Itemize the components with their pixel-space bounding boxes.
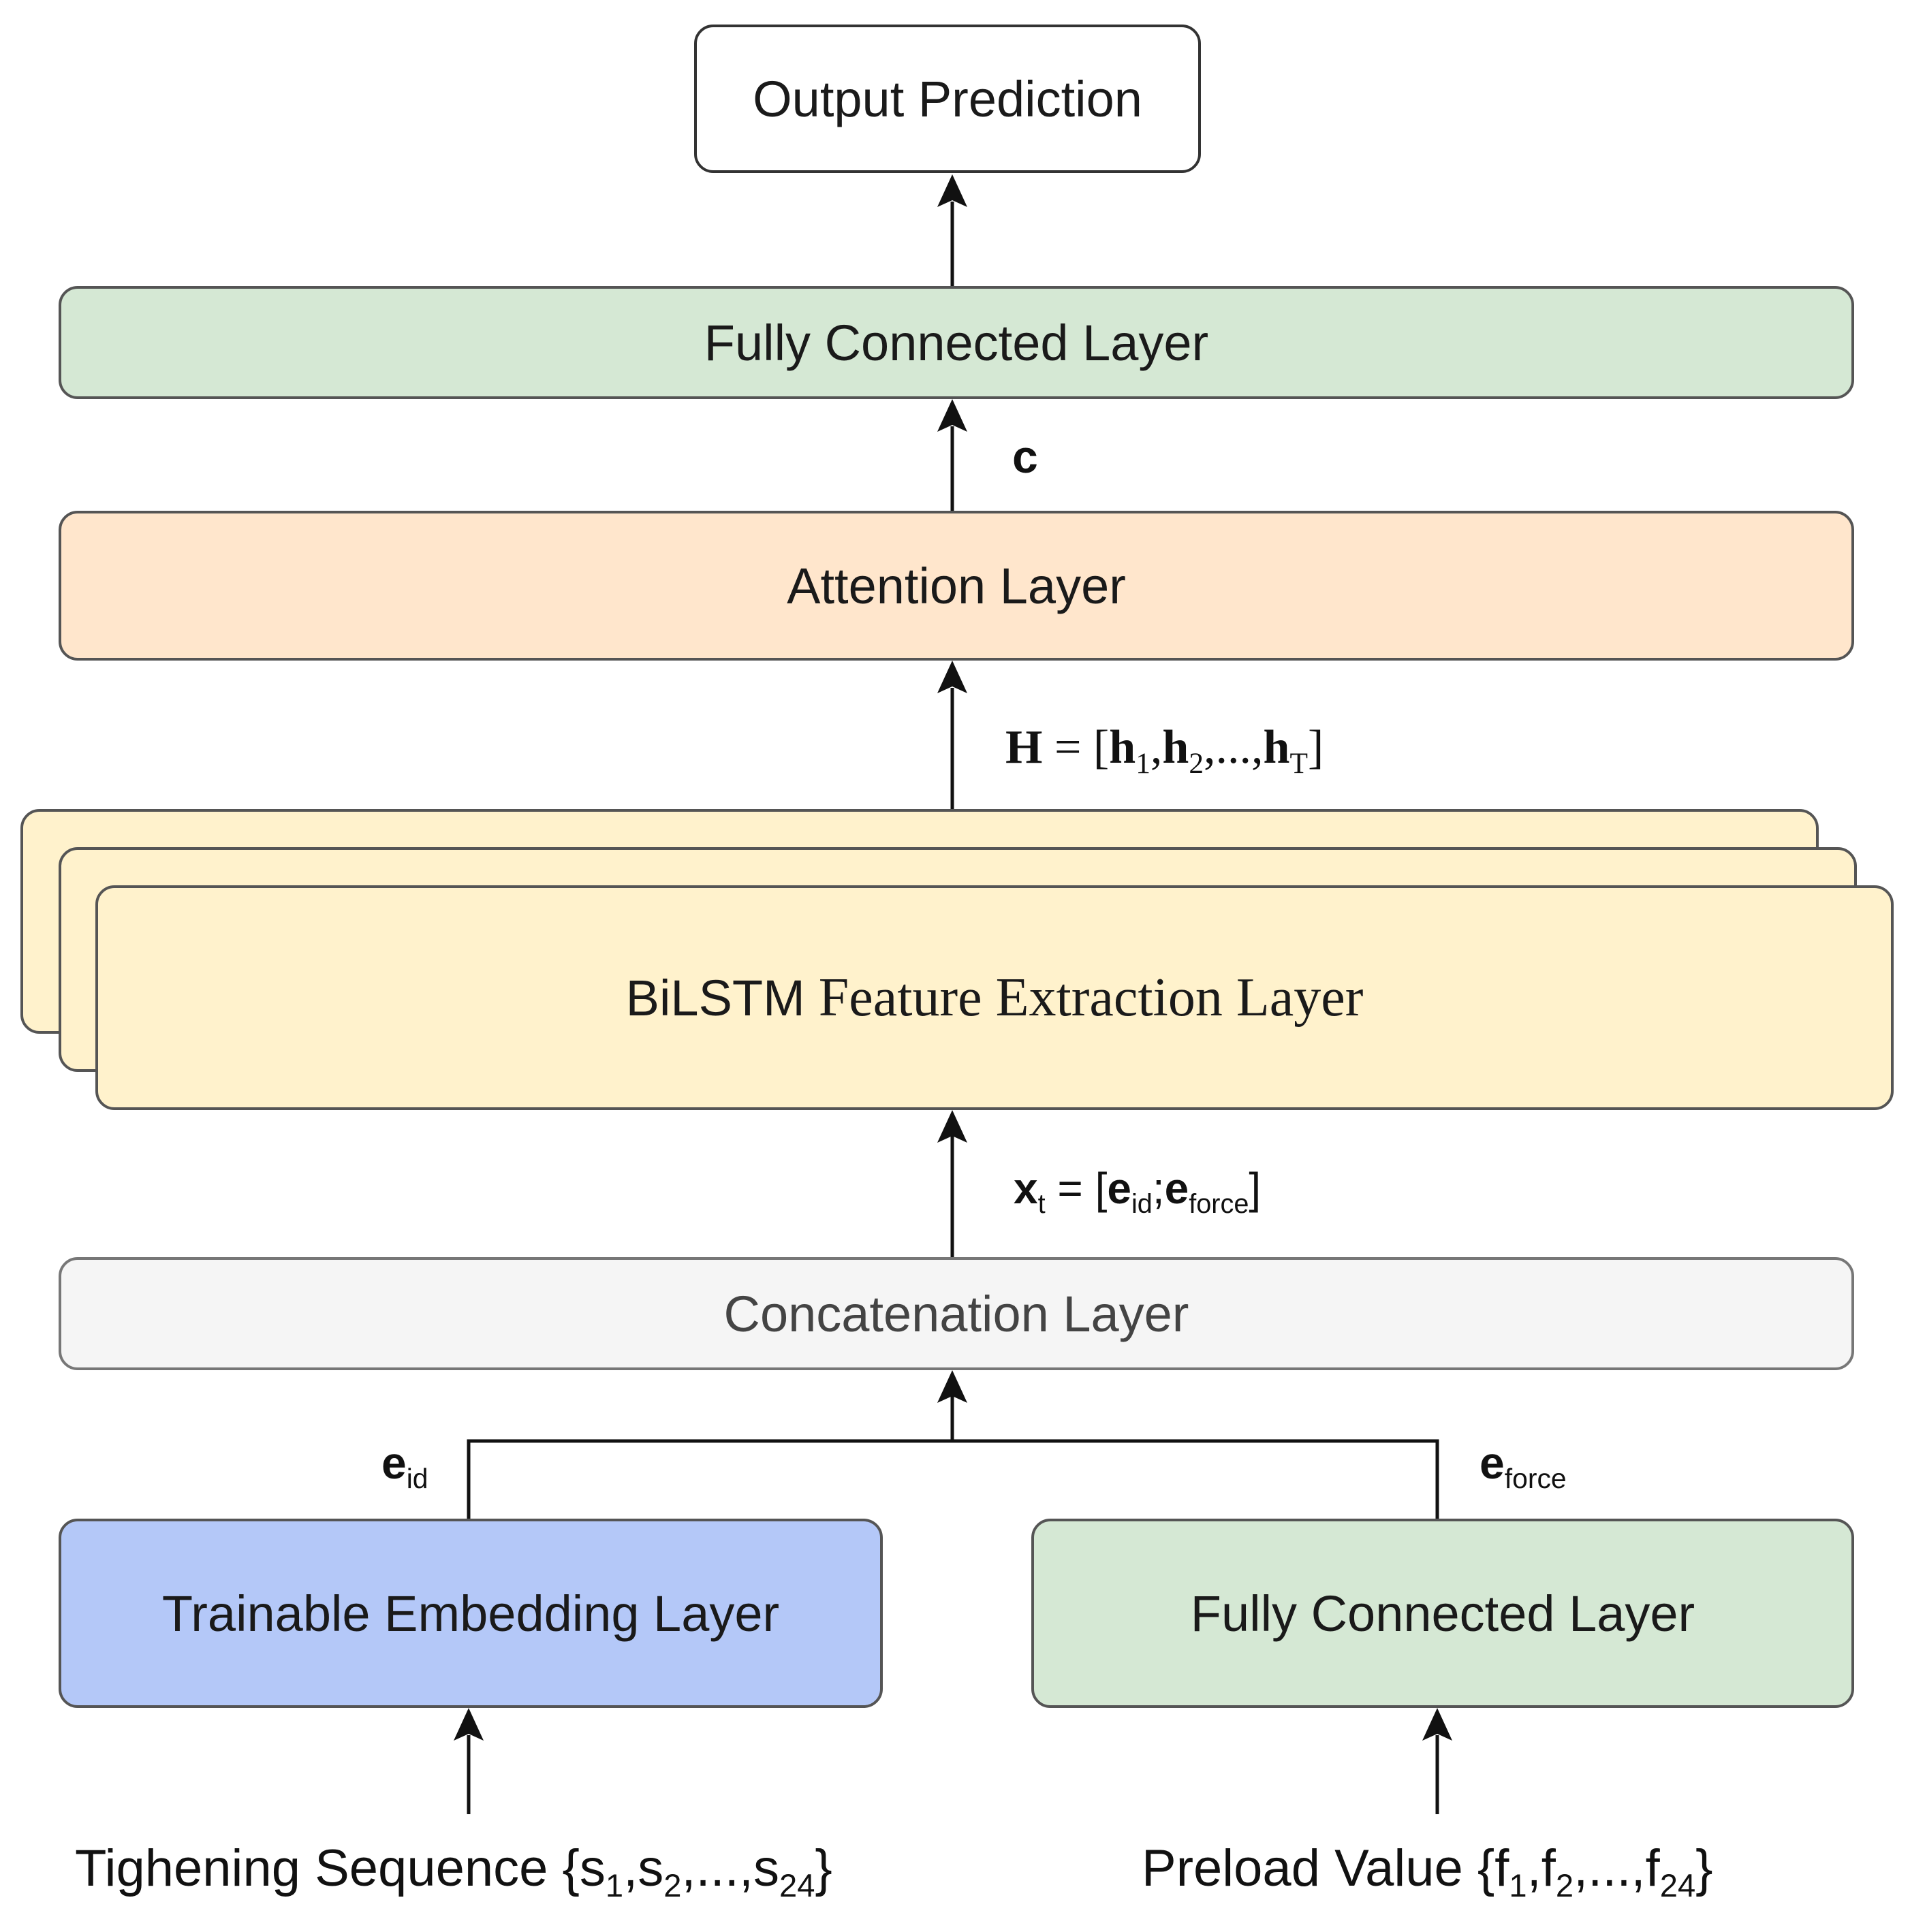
attention-layer-label: Attention Layer <box>787 557 1126 614</box>
bilstm-layer-label: BiLSTM Feature Extraction Layer <box>625 967 1364 1028</box>
arrowhead <box>937 174 967 207</box>
arrowhead <box>1422 1708 1452 1741</box>
bilstm-feature-extraction-layer-box: BiLSTM Feature Extraction Layer <box>95 885 1894 1110</box>
fully-connected-top-label: Fully Connected Layer <box>704 314 1209 371</box>
merge-connector <box>467 1439 1439 1519</box>
arrowhead <box>937 661 967 693</box>
preload-value-input-label: Preload Value {f1,f2,...,f24} <box>1142 1839 1713 1904</box>
arrowhead <box>937 1370 967 1403</box>
hidden-states-label: H = [h1,h2,...,hT] <box>1005 721 1324 780</box>
trainable-embedding-label: Trainable Embedding Layer <box>161 1585 780 1642</box>
arrowhead <box>454 1708 484 1741</box>
arrowhead <box>937 399 967 432</box>
fully-connected-layer-bottom: Fully Connected Layer <box>1031 1519 1854 1708</box>
tightening-sequence-input-label: Tighening Sequence {s1,s2,...,s24} <box>75 1839 832 1904</box>
arrowhead <box>937 1110 967 1143</box>
input-vector-label: xt = [eid;eforce] <box>1014 1164 1262 1219</box>
context-vector-label: c <box>1012 431 1038 483</box>
concatenation-layer-box: Concatenation Layer <box>59 1257 1854 1370</box>
attention-layer-box: Attention Layer <box>59 511 1854 661</box>
concatenation-layer-label: Concatenation Layer <box>723 1285 1189 1342</box>
trainable-embedding-layer-box: Trainable Embedding Layer <box>59 1519 883 1708</box>
e-force-label: eforce <box>1480 1438 1567 1495</box>
fully-connected-layer-top: Fully Connected Layer <box>59 286 1854 399</box>
e-id-label: eid <box>381 1438 428 1495</box>
output-prediction-box: Output Prediction <box>694 25 1201 173</box>
output-prediction-label: Output Prediction <box>753 70 1142 127</box>
fully-connected-bottom-label: Fully Connected Layer <box>1190 1585 1695 1642</box>
